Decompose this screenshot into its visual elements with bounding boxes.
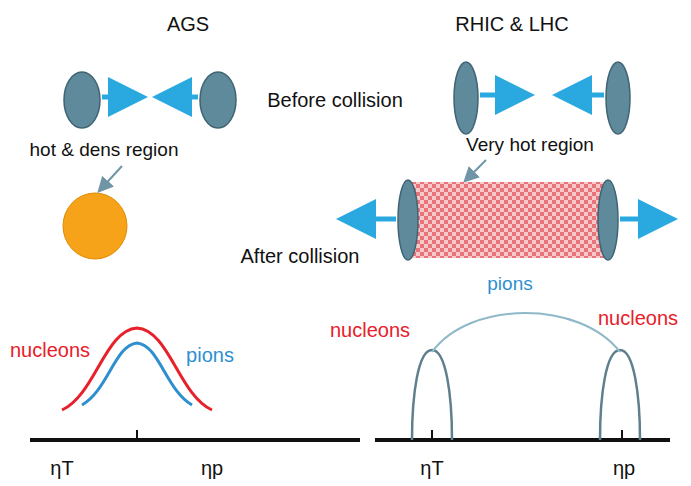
motion-arrow	[620, 217, 658, 222]
axis-label: ηT	[50, 457, 73, 479]
particle-label: nucleons	[10, 339, 90, 361]
pion-distribution	[432, 313, 620, 352]
rapidity-axis	[30, 438, 360, 442]
axis-tick	[621, 430, 623, 442]
motion-arrow	[102, 95, 128, 100]
particle-label: nucleons	[598, 307, 678, 329]
particle-label: nucleons	[330, 319, 410, 341]
nucleus	[454, 62, 630, 134]
axis-label: ηp	[201, 457, 223, 479]
axis-tick	[431, 430, 433, 442]
panel-title: RHIC & LHC	[455, 13, 568, 35]
leader-line	[100, 166, 122, 190]
region-label: hot & dens region	[30, 140, 179, 161]
rapidity-axis	[375, 438, 670, 442]
motion-arrow	[356, 217, 396, 222]
motion-arrow	[172, 95, 198, 100]
axis-tick	[136, 430, 138, 442]
nucleon-distribution	[412, 350, 452, 440]
leader-line	[466, 160, 486, 180]
axis-label: ηT	[420, 457, 443, 479]
panel-title: AGS	[167, 13, 209, 35]
motion-arrow	[480, 93, 515, 98]
particle-label: pions	[487, 274, 532, 295]
motion-arrow	[572, 93, 604, 98]
hot-dense-region	[63, 193, 127, 259]
nucleus	[64, 72, 236, 128]
pion-distribution	[82, 343, 192, 405]
axis-label: ηp	[613, 457, 635, 479]
nucleon-distribution	[600, 350, 640, 440]
nucleus	[398, 180, 618, 260]
stage-label: After collision	[241, 245, 360, 267]
particle-label: pions	[186, 344, 234, 366]
region-label: Very hot region	[466, 135, 594, 156]
very-hot-region	[410, 182, 606, 258]
stage-label: Before collision	[267, 89, 403, 111]
